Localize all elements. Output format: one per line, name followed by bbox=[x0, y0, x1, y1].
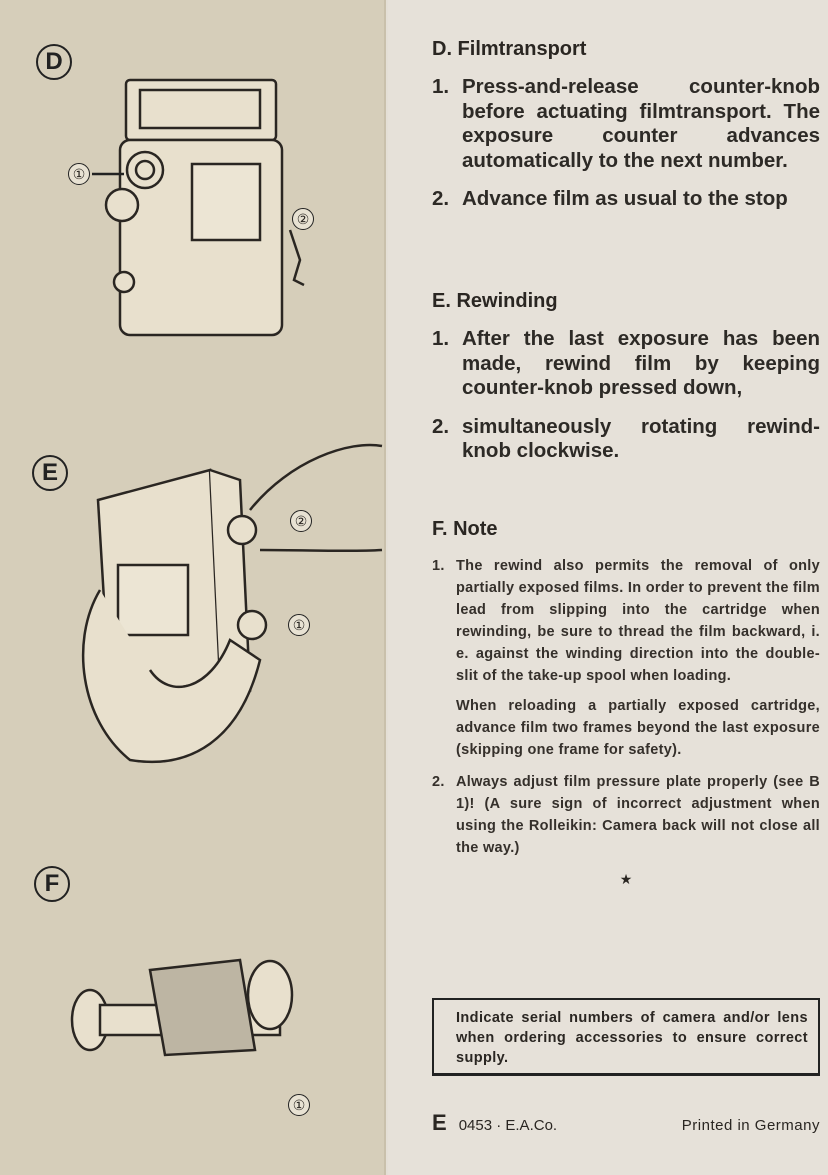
item-number: 2. bbox=[432, 187, 450, 210]
callout-1: ① bbox=[288, 614, 310, 636]
text-panel bbox=[388, 0, 828, 1175]
item-number: 1. bbox=[432, 75, 450, 98]
list-item: 2. simultaneously rotating rewind-knob cl… bbox=[432, 415, 820, 464]
section-heading: E. Rewinding bbox=[432, 290, 558, 312]
figure-d-marker: D bbox=[36, 44, 72, 80]
illustration-panel: D ① ② E ② ① F bbox=[0, 0, 386, 1175]
list-item: 2. Advance film as usual to the stop bbox=[432, 187, 820, 212]
item-text: When reloading a partially exposed cartr… bbox=[456, 698, 820, 758]
footer-letter: E bbox=[432, 1110, 447, 1135]
section-rewinding: E. Rewinding 1. After the last exposure h… bbox=[432, 290, 820, 464]
footer-code: 0453 · E.A.Co. bbox=[458, 1117, 558, 1134]
item-number: 2. bbox=[432, 774, 445, 790]
camera-rewind-hands-illustration bbox=[81, 443, 383, 764]
callout-2: ② bbox=[290, 510, 312, 532]
section-heading: F. Note bbox=[432, 518, 498, 540]
list-item: 2. Always adjust film pressure plate prop… bbox=[432, 771, 820, 859]
figure-f-marker: F bbox=[34, 866, 70, 902]
section-note: F. Note 1. The rewind also permits the r… bbox=[432, 518, 820, 888]
item-number: 2. bbox=[432, 414, 450, 438]
item-text: After the last exposure has been made, r… bbox=[462, 327, 820, 399]
notice-box: Indicate serial numbers of camera and/or… bbox=[432, 998, 820, 1076]
item-number: 1. bbox=[432, 327, 450, 350]
item-text: Press-and-release counter-knob before ac… bbox=[462, 75, 820, 172]
callout-1: ① bbox=[288, 1094, 310, 1116]
footer-printed: Printed in Germany bbox=[681, 1117, 820, 1134]
list-item: 1. After the last exposure has been made,… bbox=[432, 327, 820, 401]
section-heading: D. Filmtransport bbox=[432, 38, 587, 60]
item-text: The rewind also permits the removal of o… bbox=[456, 558, 820, 684]
section-filmtransport: D. Filmtransport 1. Press-and-release cou… bbox=[432, 38, 820, 212]
callout-1: ① bbox=[68, 163, 90, 185]
item-number: 1. bbox=[432, 558, 445, 574]
list-item: 1. Press-and-release counter-knob before … bbox=[432, 75, 820, 173]
callout-2: ② bbox=[292, 208, 314, 230]
footer: E 0453 · E.A.Co. Printed in Germany bbox=[432, 1110, 820, 1136]
item-text: Always adjust film pressure plate proper… bbox=[456, 774, 820, 856]
figure-e-marker: E bbox=[32, 455, 68, 491]
item-text: simultaneously rotating rewind-knob cloc… bbox=[462, 414, 820, 463]
star-separator: ★ bbox=[619, 871, 633, 887]
film-spool-illustration bbox=[70, 958, 294, 1057]
item-text: Advance film as usual to the stop bbox=[462, 187, 788, 210]
camera-front-illustration bbox=[92, 78, 305, 337]
list-item: 1. The rewind also permits the removal o… bbox=[432, 555, 820, 761]
